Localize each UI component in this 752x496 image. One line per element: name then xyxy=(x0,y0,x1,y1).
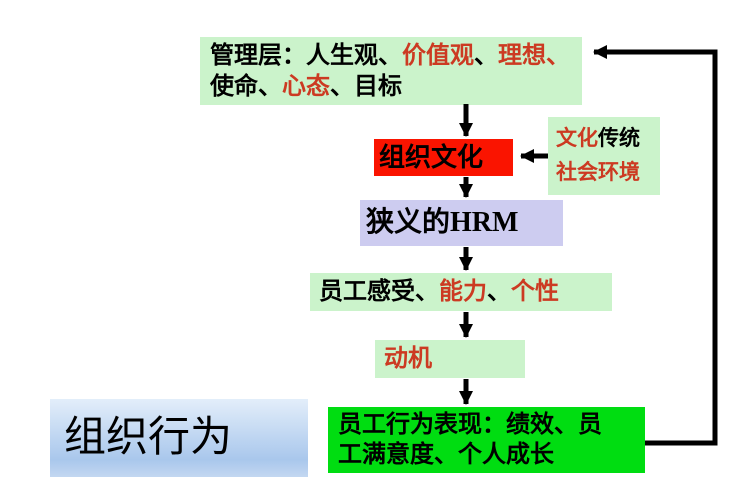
context-text-segment: 文化 xyxy=(556,126,598,150)
management-text-segment: 心态 xyxy=(282,74,330,100)
perception-text-segment: 能力 xyxy=(439,279,487,305)
hrm-box-label: 狭义的HRM xyxy=(366,207,519,238)
culture-box: 组织文化 xyxy=(374,139,513,176)
perception-text-segment: 、 xyxy=(487,279,511,305)
management-text-segment: 理想 xyxy=(498,43,546,69)
management-box: 管理层：人生观、价值观、理想、 使命、心态、目标 xyxy=(200,37,582,105)
motivation-box-label: 动机 xyxy=(384,346,432,372)
motivation-box: 动机 xyxy=(375,340,525,378)
management-text-segment: 价值观 xyxy=(402,43,474,69)
context-box-line1: 文化传统 xyxy=(556,121,660,155)
culture-box-label: 组织文化 xyxy=(379,143,484,172)
management-text-segment: 、 xyxy=(330,74,354,100)
management-text-segment: 管理层：人生观、 xyxy=(210,43,402,69)
behavior-box: 员工行为表现：绩效、员工满意度、个人成长 xyxy=(328,407,645,473)
management-text-segment: 使命、 xyxy=(210,74,282,100)
context-box: 文化传统 社会环境 xyxy=(548,117,660,195)
hrm-box: 狭义的HRM xyxy=(360,200,563,246)
organizational-behavior-label: 组织行为 xyxy=(64,415,233,461)
management-text-segment: 、 xyxy=(546,43,570,69)
arrow-feedback-behavior-to-management xyxy=(593,45,718,446)
management-box-line2: 使命、心态、目标 xyxy=(210,72,574,103)
management-text-segment: 目标 xyxy=(354,74,402,100)
management-text-segment: 、 xyxy=(474,43,498,69)
context-box-line2: 社会环境 xyxy=(556,160,640,184)
perception-text-segment: 个性 xyxy=(511,279,559,305)
perception-text-segment: 员工感受、 xyxy=(319,279,439,305)
perception-box: 员工感受、能力、个性 xyxy=(310,273,612,311)
management-box-line1: 管理层：人生观、价值观、理想、 xyxy=(210,41,574,72)
behavior-box-label: 员工行为表现：绩效、员工满意度、个人成长 xyxy=(338,412,602,468)
organizational-behavior-box: 组织行为 xyxy=(50,399,308,477)
context-text-segment: 传统 xyxy=(598,126,640,150)
